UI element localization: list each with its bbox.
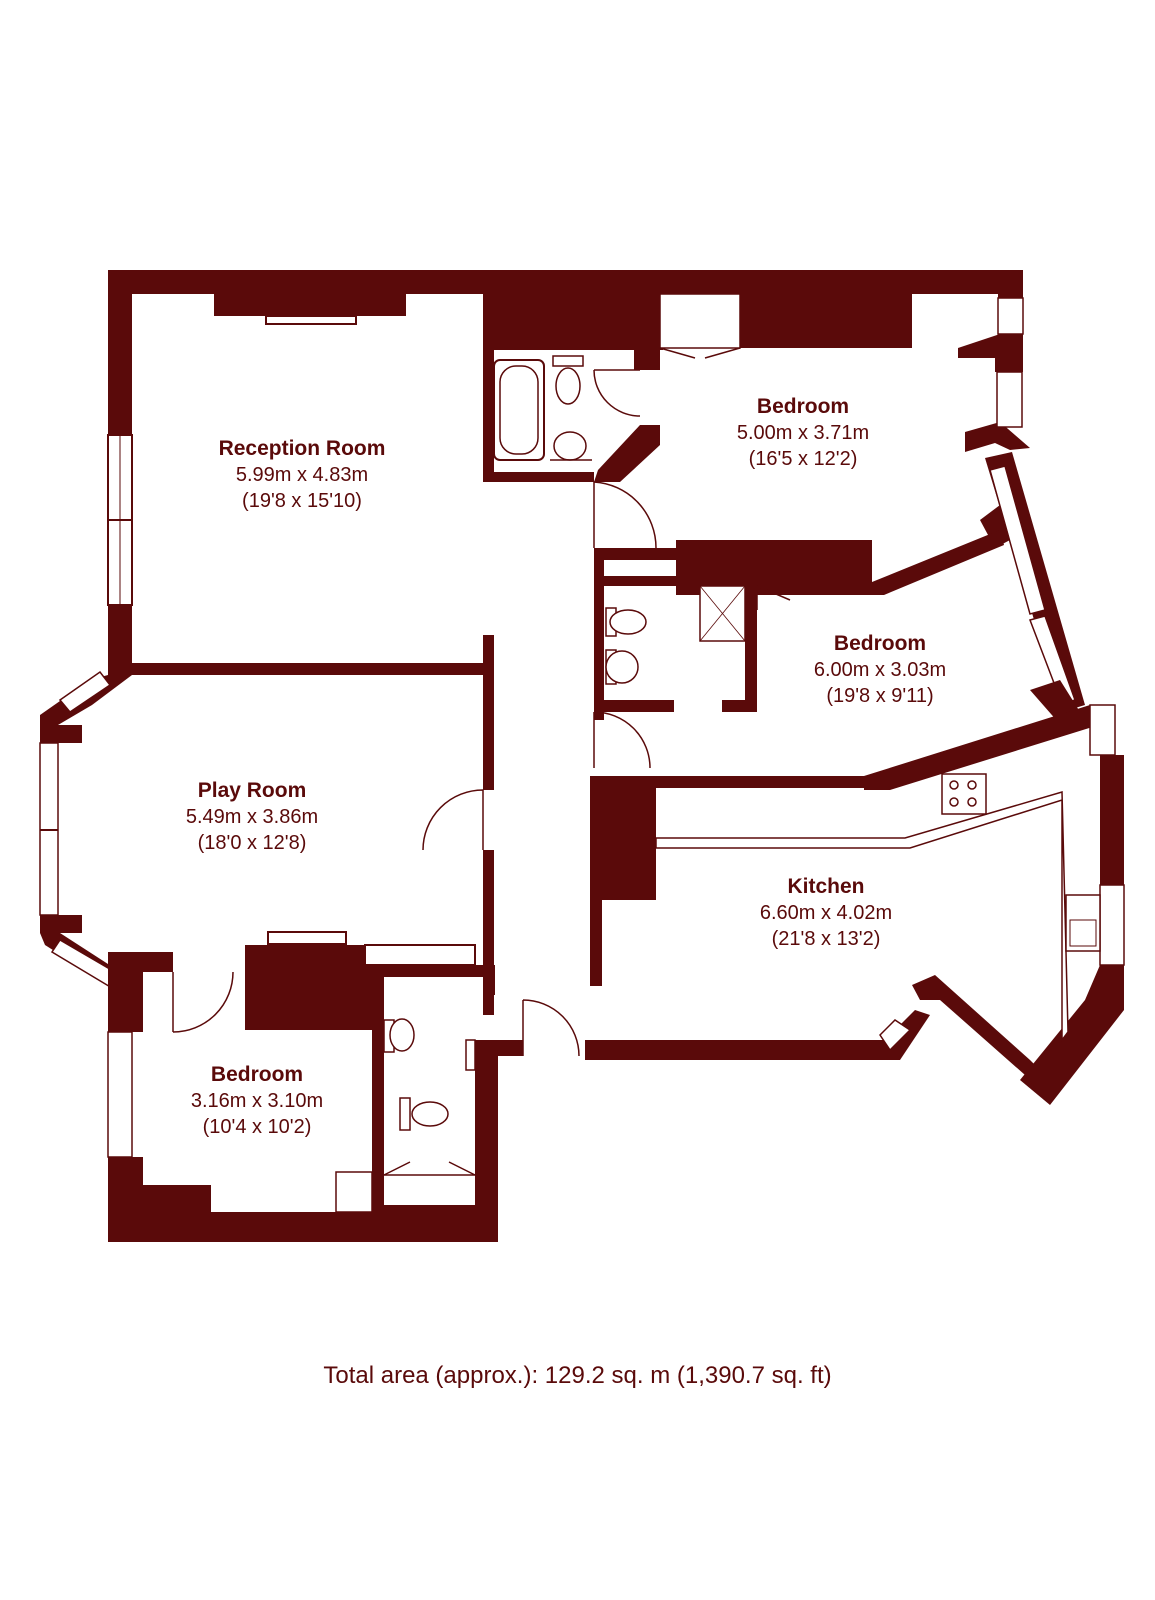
door-swings [172,347,791,1176]
room-metric: 6.00m x 3.03m [814,659,946,681]
play-room-label: Play Room 5.49m x 3.86m (18'0 x 12'8) [186,779,318,854]
room-imperial: (18'0 x 12'8) [198,832,307,854]
room-metric: 5.00m x 3.71m [737,422,869,444]
room-name: Kitchen [787,875,864,898]
room-metric: 5.99m x 4.83m [236,464,368,486]
room-labels: Reception Room 5.99m x 4.83m (19'8 x 15'… [186,395,946,1138]
room-name: Bedroom [834,632,926,655]
room-imperial: (19'8 x 15'10) [242,490,362,512]
room-imperial: (16'5 x 12'2) [749,448,858,470]
room-name: Reception Room [219,437,386,460]
bedroom-2-label: Bedroom 6.00m x 3.03m (19'8 x 9'11) [814,632,946,707]
kitchen-label: Kitchen 6.60m x 4.02m (21'8 x 13'2) [760,875,892,950]
total-area-caption: Total area (approx.): 129.2 sq. m (1,390… [323,1362,832,1389]
bedroom-1-label: Bedroom 5.00m x 3.71m (16'5 x 12'2) [737,395,869,470]
room-metric: 5.49m x 3.86m [186,806,318,828]
room-imperial: (19'8 x 9'11) [826,685,933,707]
room-metric: 3.16m x 3.10m [191,1090,323,1112]
walls [39,270,1125,1242]
room-name: Play Room [198,779,307,802]
room-imperial: (21'8 x 13'2) [772,928,881,950]
room-name: Bedroom [211,1063,303,1086]
reception-room-label: Reception Room 5.99m x 4.83m (19'8 x 15'… [219,437,386,512]
room-name: Bedroom [757,395,849,418]
room-metric: 6.60m x 4.02m [760,902,892,924]
room-imperial: (10'4 x 10'2) [203,1116,312,1138]
bedroom-3-label: Bedroom 3.16m x 3.10m (10'4 x 10'2) [191,1063,323,1138]
